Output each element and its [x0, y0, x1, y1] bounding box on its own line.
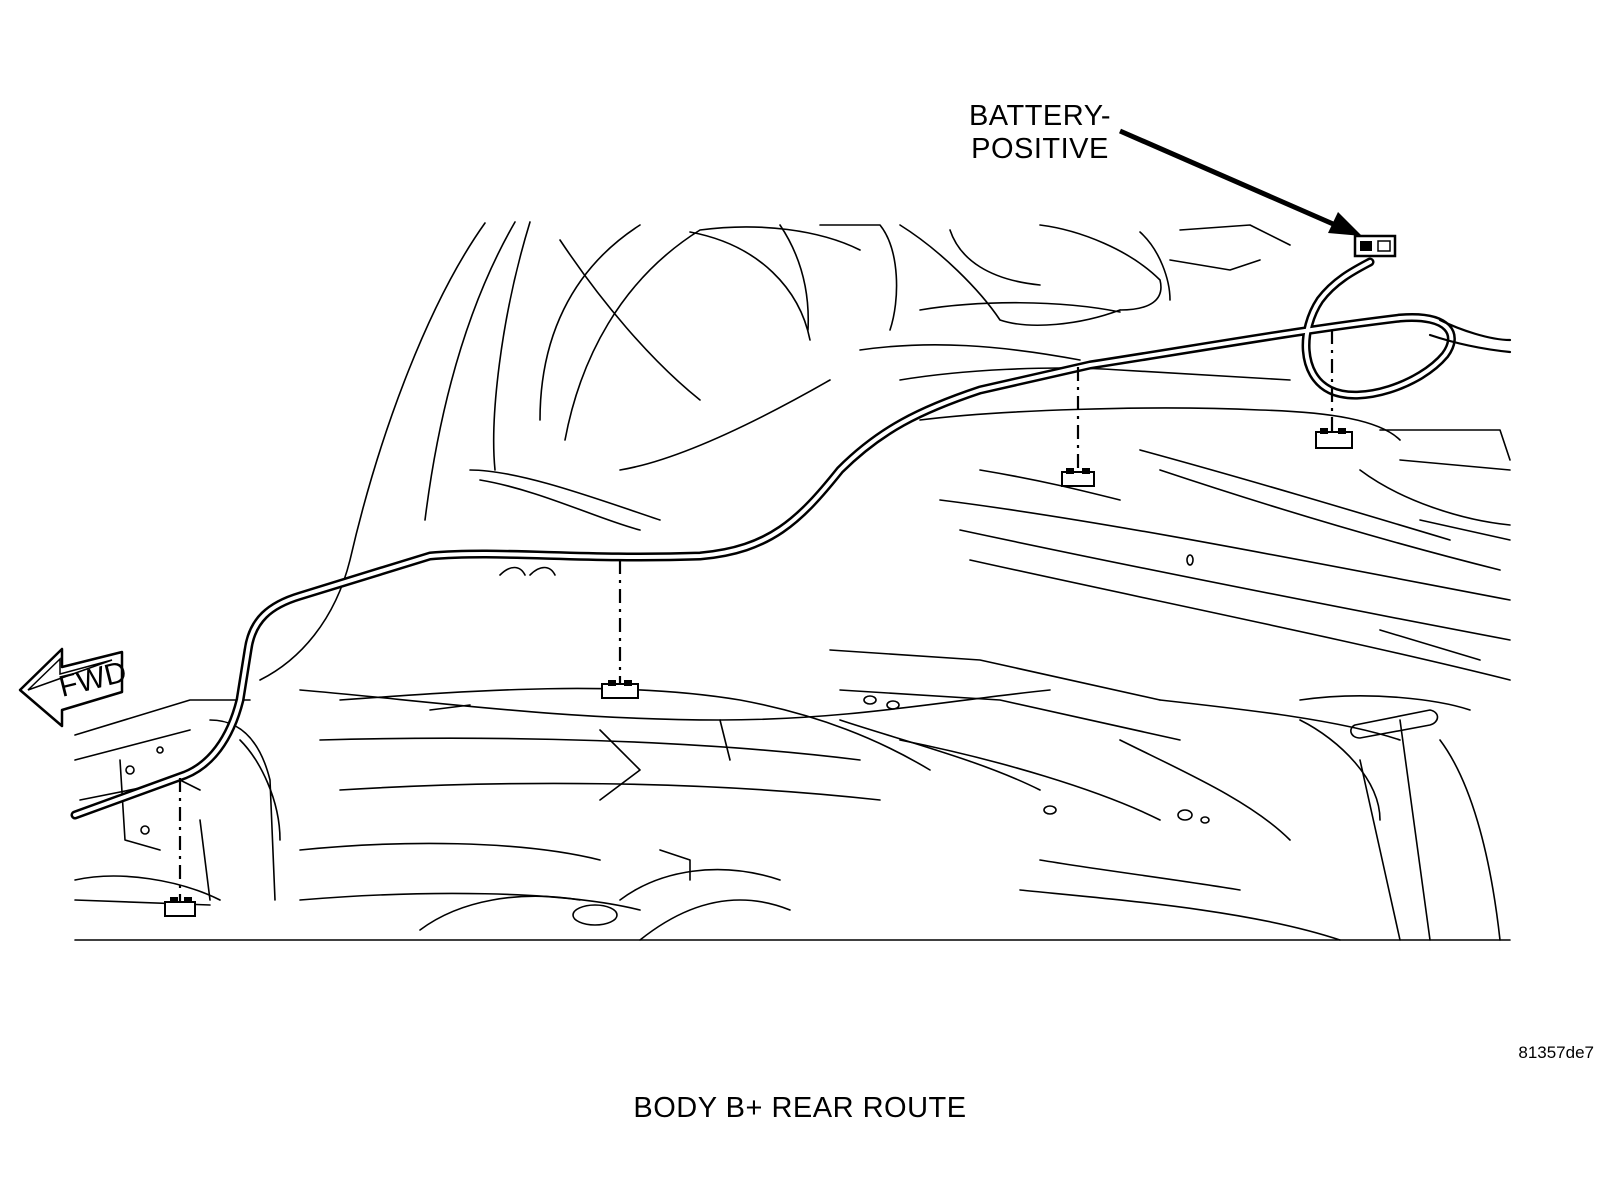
- figure-code: 81357de7: [1518, 1043, 1594, 1062]
- battery-positive-connector: [1353, 234, 1397, 258]
- battery-callout-line-2: POSITIVE: [971, 133, 1109, 165]
- fwd-label: FWD: [56, 655, 130, 704]
- forward-direction-arrow: FWD: [18, 647, 130, 728]
- battery-positive-harness: [70, 257, 1512, 820]
- battery-positive-callout: BATTERY- POSITIVE: [960, 100, 1120, 166]
- harness-retainer-clips: [164, 330, 1353, 917]
- battery-positive-leader-arrow: [1119, 128, 1362, 236]
- body-structure: [74, 221, 1511, 941]
- battery-callout-line-1: BATTERY-: [968, 100, 1112, 132]
- figure-caption: BODY B+ REAR ROUTE: [633, 1092, 967, 1124]
